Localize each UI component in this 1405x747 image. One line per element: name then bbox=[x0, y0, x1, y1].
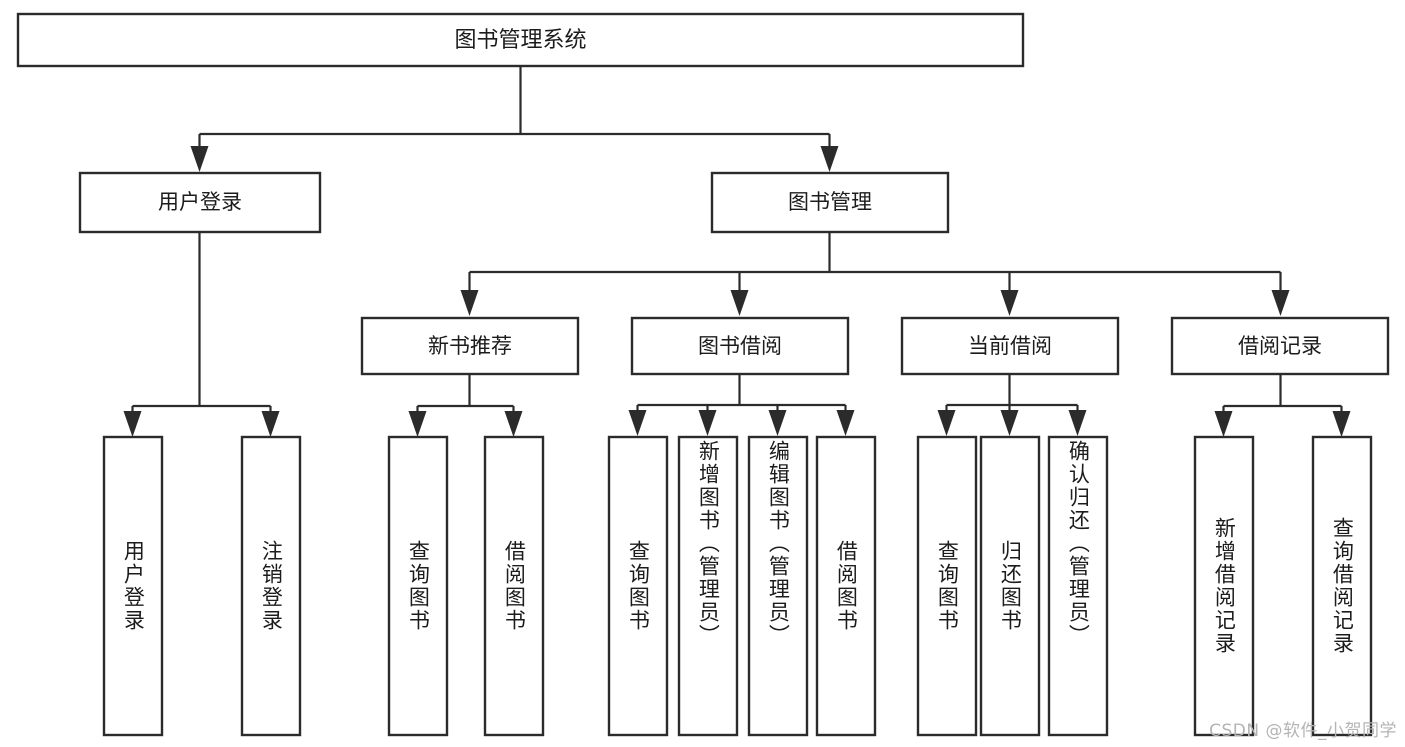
arrow-to-new-book-rec bbox=[460, 290, 479, 316]
node-book-borrow[interactable]: 图书借阅 bbox=[630, 316, 850, 376]
node-new-book-recommend[interactable]: 新书推荐 bbox=[360, 316, 580, 376]
arrow-to-leaf-logout bbox=[261, 411, 280, 437]
book-borrow-box[interactable] bbox=[630, 316, 850, 376]
leaf-box-add-book[interactable] bbox=[677, 435, 739, 737]
leaf-box-query-book-c[interactable] bbox=[916, 435, 978, 737]
arrow-to-leaf-add-book bbox=[698, 410, 717, 436]
arrow-root-to-user-login bbox=[190, 146, 209, 172]
user-login-label: 用户登录 bbox=[158, 190, 242, 214]
connector-layer bbox=[123, 66, 1351, 437]
new-book-recommend-box[interactable] bbox=[360, 316, 580, 376]
node-user-login[interactable]: 用户登录 bbox=[78, 171, 322, 234]
book-management-label: 图书管理 bbox=[788, 190, 872, 214]
book-management-box[interactable] bbox=[710, 171, 950, 234]
leaf-box-borrow-book-b[interactable] bbox=[815, 435, 877, 737]
root-box[interactable] bbox=[16, 12, 1025, 68]
watermark: CSDN @软件_小贺同学 bbox=[1209, 721, 1397, 741]
leaf-box-user-login[interactable] bbox=[102, 435, 164, 737]
current-borrow-label: 当前借阅 bbox=[968, 334, 1052, 358]
arrow-to-leaf-edit-book bbox=[768, 410, 787, 436]
arrow-to-leaf-query-record bbox=[1332, 411, 1351, 437]
arrow-to-leaf-query-book-c bbox=[937, 410, 956, 436]
arrow-root-to-book-mgmt bbox=[820, 146, 839, 172]
current-borrow-box[interactable] bbox=[900, 316, 1120, 376]
arrow-to-leaf-user-login bbox=[123, 411, 142, 437]
arrow-to-leaf-borrow-book-a bbox=[504, 411, 523, 437]
leaf-box-borrow-book-a[interactable] bbox=[483, 435, 545, 737]
leaf-box-query-book-b[interactable] bbox=[607, 435, 669, 737]
borrow-record-label: 借阅记录 bbox=[1238, 334, 1322, 358]
arrow-to-leaf-add-record bbox=[1214, 411, 1233, 437]
node-book-management[interactable]: 图书管理 bbox=[710, 171, 950, 234]
leaf-box-query-book-a[interactable] bbox=[387, 435, 449, 737]
arrow-to-leaf-query-book-b bbox=[628, 410, 647, 436]
new-book-recommend-label: 新书推荐 bbox=[428, 334, 512, 358]
root-label: 图书管理系统 bbox=[454, 28, 586, 53]
arrow-to-leaf-confirm-return bbox=[1068, 410, 1087, 436]
arrow-to-book-borrow bbox=[730, 290, 749, 316]
leaf-box-confirm-return[interactable] bbox=[1047, 435, 1109, 737]
user-login-box[interactable] bbox=[78, 171, 322, 234]
borrow-record-box[interactable] bbox=[1170, 316, 1390, 376]
leaf-box-query-record[interactable] bbox=[1311, 435, 1373, 737]
leaf-box-add-record[interactable] bbox=[1193, 435, 1255, 737]
leaf-box-logout[interactable] bbox=[240, 435, 302, 737]
book-borrow-label: 图书借阅 bbox=[698, 334, 782, 358]
node-root[interactable]: 图书管理系统 bbox=[16, 12, 1025, 68]
node-current-borrow[interactable]: 当前借阅 bbox=[900, 316, 1120, 376]
leaf-box-edit-book[interactable] bbox=[747, 435, 809, 737]
arrow-to-leaf-borrow-book-b bbox=[836, 410, 855, 436]
node-borrow-record[interactable]: 借阅记录 bbox=[1170, 316, 1390, 376]
arrow-to-current-borrow bbox=[1000, 290, 1019, 316]
arrow-to-leaf-query-book-a bbox=[408, 411, 427, 437]
leaf-layer bbox=[102, 435, 1373, 737]
leaf-box-return-book[interactable] bbox=[979, 435, 1041, 737]
arrow-to-borrow-record bbox=[1271, 290, 1290, 316]
arrow-to-leaf-return-book bbox=[1000, 410, 1019, 436]
